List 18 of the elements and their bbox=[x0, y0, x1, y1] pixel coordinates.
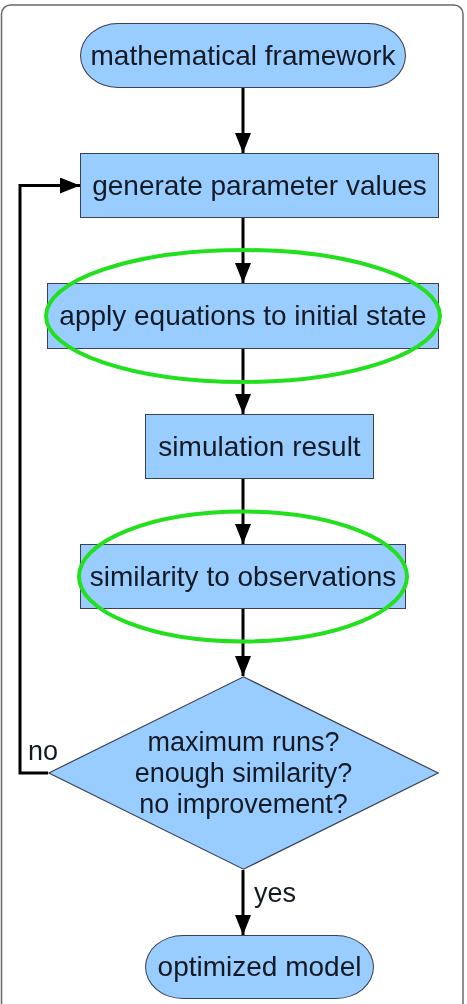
step-text: apply equations to initial state bbox=[59, 300, 427, 332]
arrow bbox=[235, 349, 251, 414]
step-text: simulation result bbox=[158, 430, 361, 463]
arrow bbox=[235, 870, 251, 935]
process-box bbox=[145, 414, 374, 479]
arrow bbox=[235, 218, 251, 283]
decision-text: maximum runs? enough similarity? no improvement? bbox=[133, 726, 354, 820]
step-text: generate parameter values bbox=[92, 169, 427, 202]
arrow bbox=[235, 479, 251, 544]
arrow bbox=[235, 88, 251, 153]
arrow bbox=[18, 177, 80, 775]
arrow bbox=[235, 609, 251, 676]
process-box bbox=[80, 153, 439, 218]
process-box bbox=[47, 283, 439, 349]
step-text: similarity to observations bbox=[89, 560, 397, 593]
process-box bbox=[80, 544, 406, 609]
terminal-text: optimized model bbox=[157, 951, 362, 983]
terminal-text: mathematical framework bbox=[90, 39, 396, 72]
